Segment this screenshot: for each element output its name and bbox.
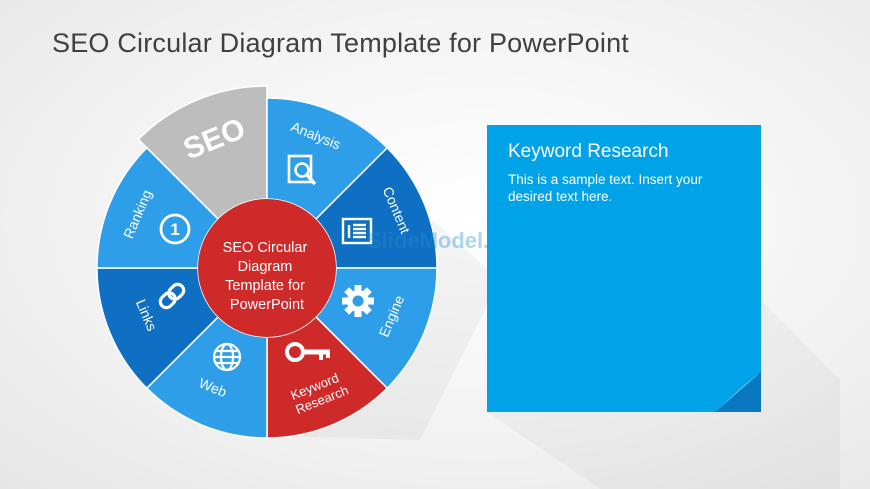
gear-icon	[342, 285, 374, 317]
diagram-center[interactable]: SEO Circular Diagram Template for PowerP…	[198, 199, 336, 337]
center-line-4: PowerPoint	[230, 297, 304, 313]
key-icon	[285, 342, 330, 362]
slide-title: SEO Circular Diagram Template for PowerP…	[52, 28, 630, 58]
note-card: Keyword Research This is a sample text. …	[487, 125, 761, 412]
segment-seo[interactable]: SEO	[137, 85, 268, 221]
segment-keyword-research[interactable]: Keyword Research	[266, 315, 389, 439]
globe-icon	[212, 342, 242, 372]
note-folded-corner	[715, 372, 761, 412]
ranking-number-icon: 1	[159, 213, 191, 245]
magnifier-document-icon	[287, 154, 317, 186]
chain-link-icon	[158, 282, 186, 310]
center-line-2: Diagram	[238, 259, 293, 275]
segment-analysis[interactable]: Analysis	[266, 97, 389, 221]
segment-links[interactable]: Links	[96, 267, 220, 390]
segment-keyword-research-label: Keyword Research	[288, 368, 351, 417]
segment-content[interactable]: Content	[314, 146, 438, 269]
note-heading: Keyword Research	[508, 141, 669, 162]
content-page-icon	[341, 217, 373, 245]
note-body: This is a sample text. Insert your desir…	[508, 172, 703, 204]
center-label: SEO Circular Diagram Template for PowerP…	[223, 240, 312, 313]
ranking-number: 1	[170, 220, 179, 239]
center-line-1: SEO Circular	[223, 240, 308, 256]
center-line-3: Template for	[225, 278, 305, 294]
center-circle	[198, 199, 336, 337]
